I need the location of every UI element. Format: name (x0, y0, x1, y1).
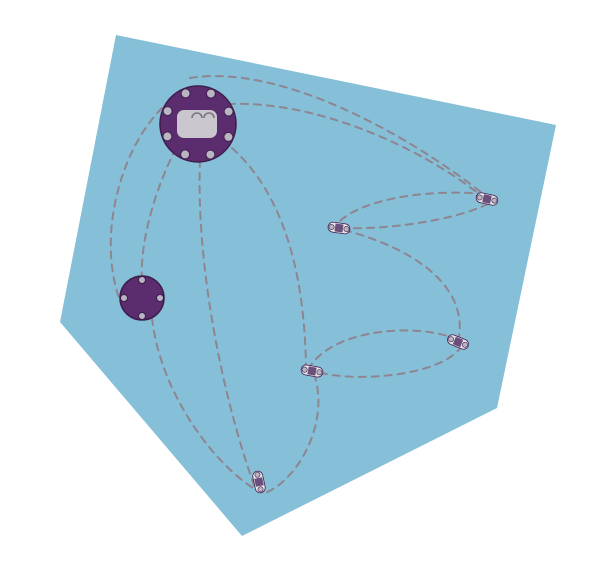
thread-led3-led4-upper (307, 329, 459, 371)
led-1-pad-minus (476, 194, 483, 201)
led-5-pad-minus (254, 471, 261, 478)
thread-main-led1-inner (227, 102, 487, 201)
main-board-pads (162, 88, 234, 160)
secondary-board (119, 275, 165, 321)
led-icon (307, 366, 317, 376)
led-group (252, 192, 499, 494)
battery-clip-icon (191, 112, 215, 119)
main-board-pad-2 (205, 88, 216, 99)
led-4-pad-plus (316, 369, 323, 376)
secondary-board-pads (120, 276, 164, 320)
main-board (159, 85, 237, 163)
thread-led2-led3 (343, 229, 461, 343)
led-4 (300, 364, 324, 378)
main-board-pad-1 (180, 88, 191, 99)
thread-main-led1-outer (189, 75, 489, 199)
thread-secondary-led5 (151, 317, 254, 489)
secondary-board-pad-2 (156, 294, 164, 302)
led-3 (447, 334, 469, 350)
thread-led4-led5 (262, 373, 320, 495)
secondary-board-pad-3 (138, 312, 146, 320)
led-5-pad-plus (257, 486, 264, 493)
battery-holder-icon (177, 110, 217, 138)
main-board-pad-7 (162, 131, 173, 142)
led-icon (482, 194, 492, 204)
main-board-pad-3 (223, 106, 234, 117)
thread-connections (109, 75, 489, 495)
main-board-pad-6 (180, 149, 191, 160)
main-board-pad-5 (205, 149, 216, 160)
secondary-board-pad-4 (120, 294, 128, 302)
main-board-pad-4 (223, 131, 234, 142)
led-icon (452, 336, 464, 348)
led-2-pad-plus (343, 226, 350, 232)
led-3-pad-minus (448, 336, 454, 343)
thread-main-secondary-outer (109, 107, 163, 307)
led-5 (252, 470, 266, 494)
thread-led1-led2-lower (341, 203, 489, 230)
led-icon (334, 223, 344, 233)
led-1 (475, 192, 499, 206)
led-1-pad-plus (491, 197, 498, 204)
led-3-pad-plus (462, 341, 468, 348)
thread-led3-led4-lower (317, 345, 463, 378)
thread-led1-led2-upper (333, 191, 486, 229)
led-icon (254, 477, 264, 487)
thread-main-led4 (231, 147, 307, 369)
led-2-pad-minus (328, 224, 335, 230)
thread-main-led5 (198, 159, 256, 489)
led-2 (327, 221, 351, 235)
led-4-pad-minus (301, 366, 308, 373)
thread-main-secondary-inner (140, 147, 177, 281)
main-board-pad-8 (162, 106, 173, 117)
secondary-board-pad-1 (138, 276, 146, 284)
